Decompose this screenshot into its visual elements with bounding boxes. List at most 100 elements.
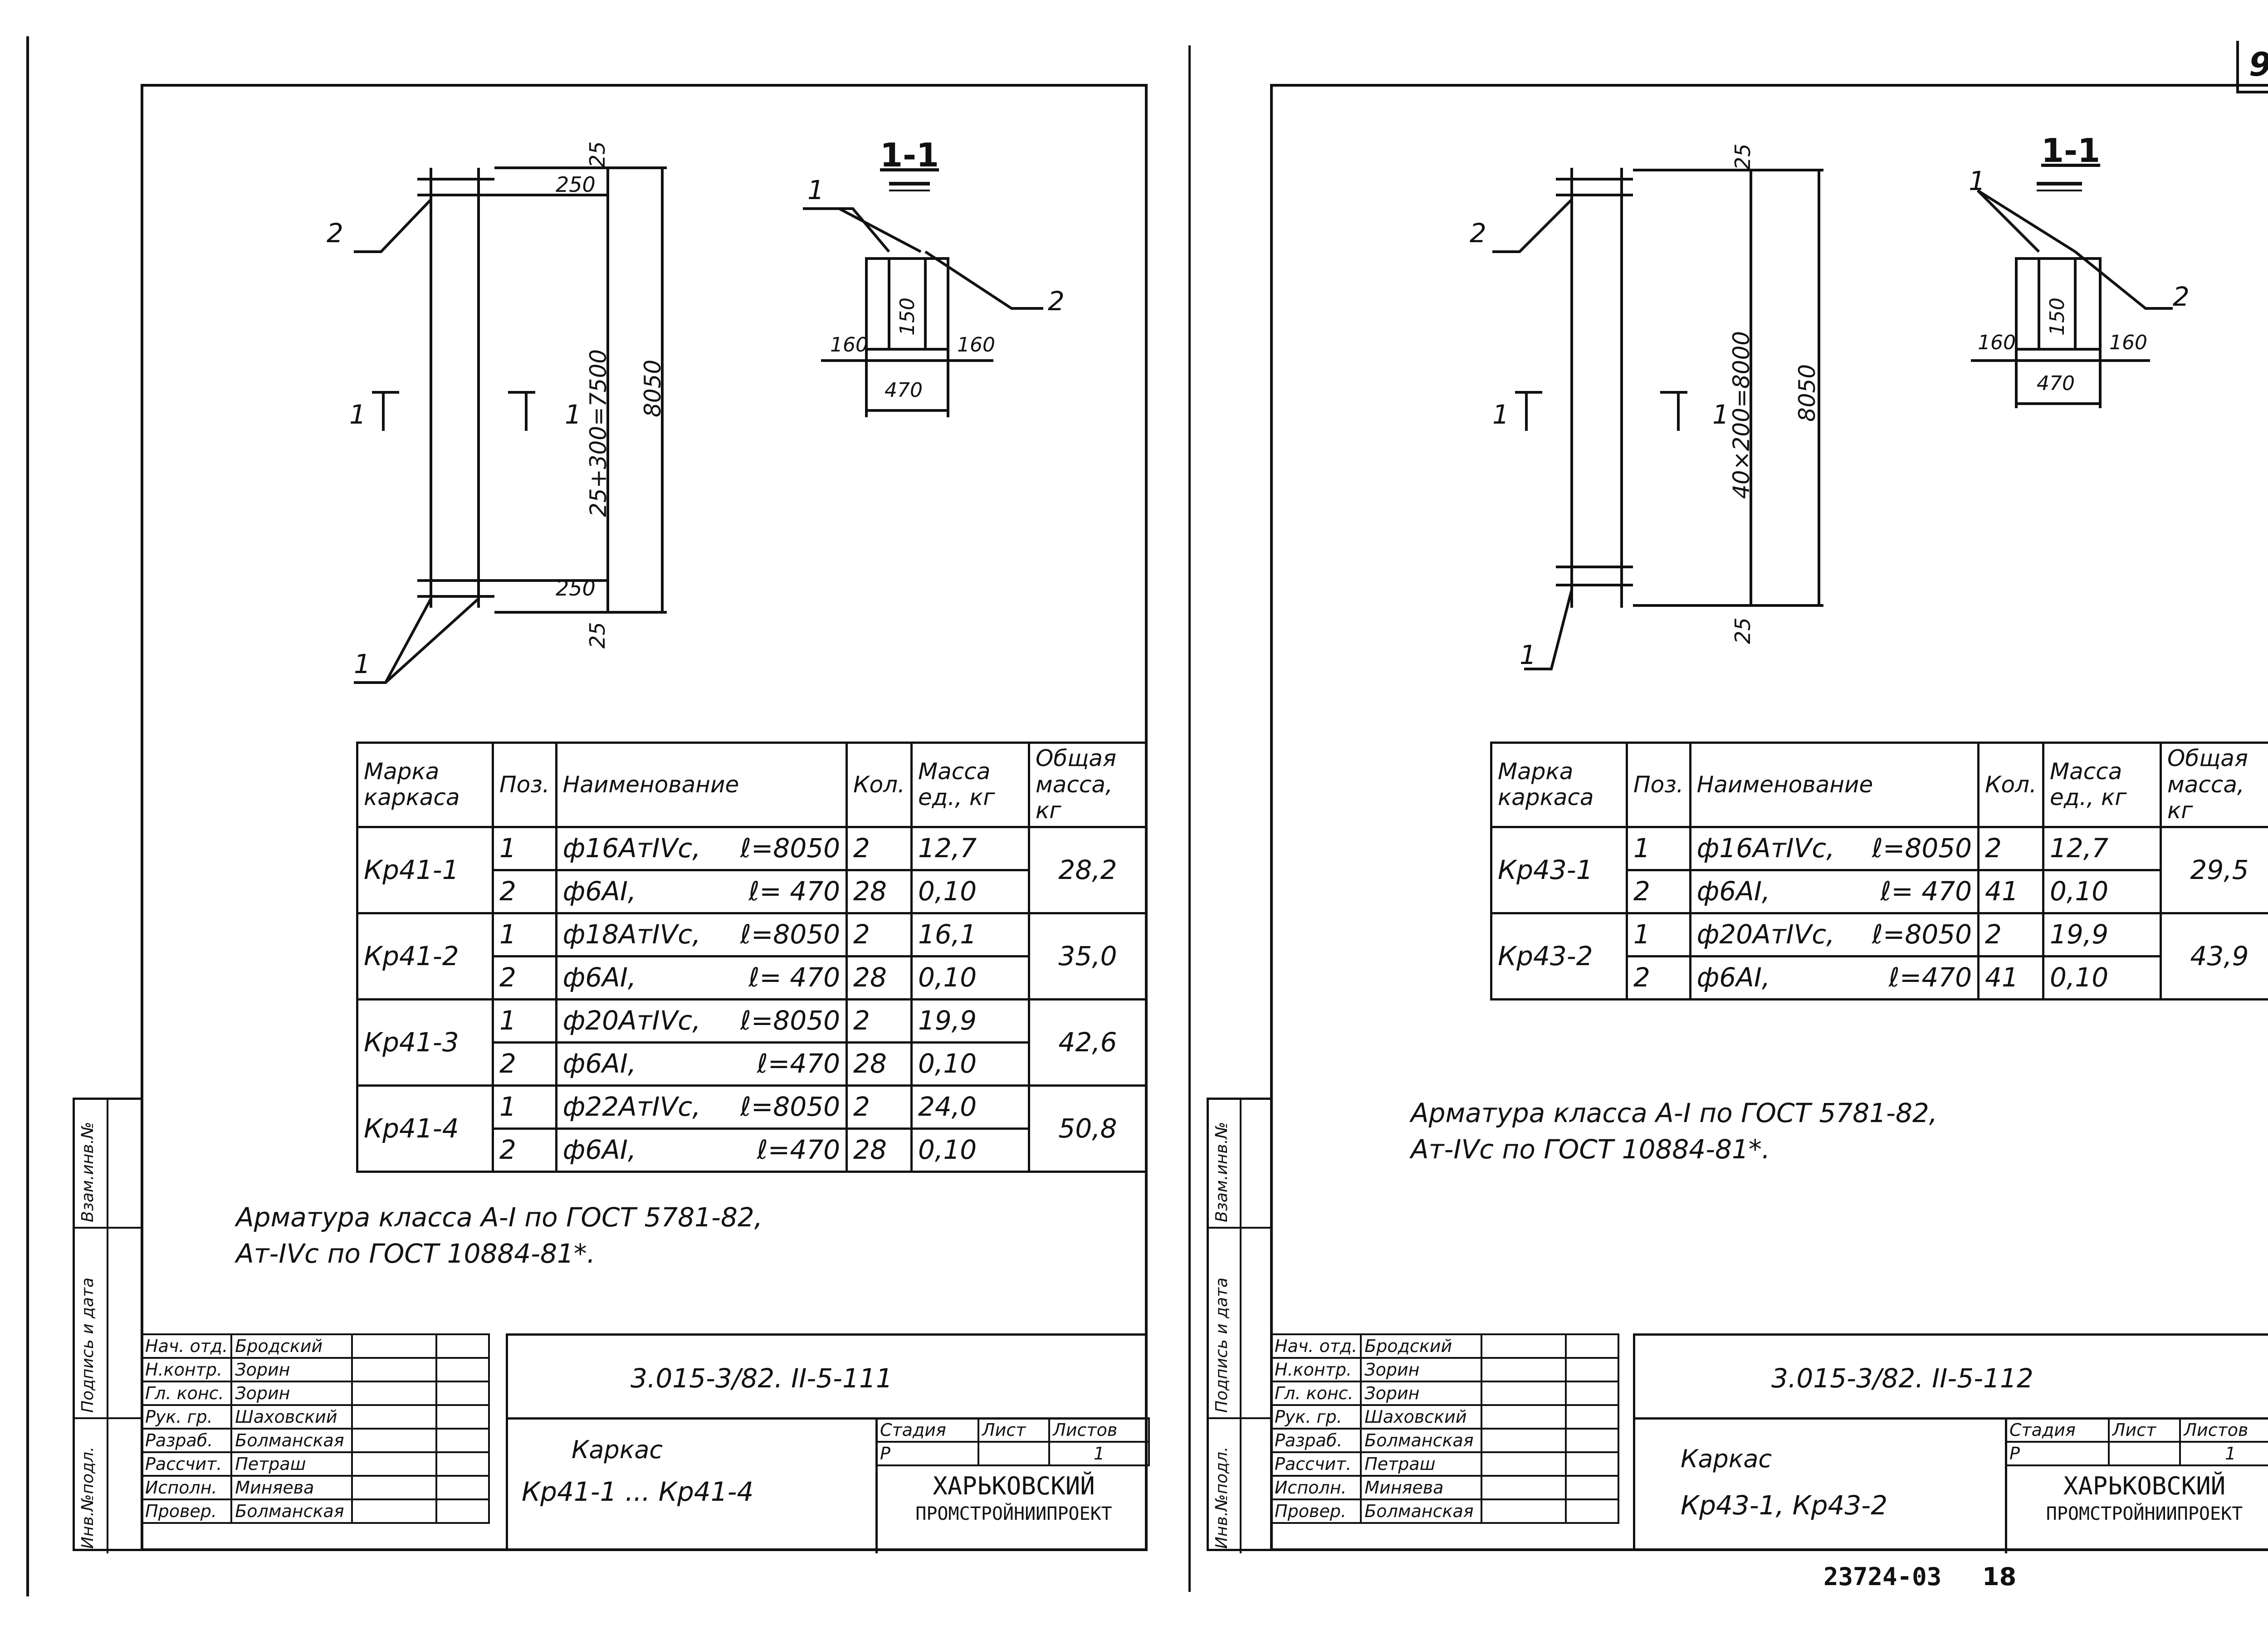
- left-tb-sign-6: [351, 1475, 438, 1500]
- left-row2-len1: ℓ=8050: [722, 912, 848, 957]
- left-tb-sign-4: [351, 1428, 438, 1453]
- bottom-stamp-sheet: 18: [1982, 1562, 2017, 1591]
- left-tb-name-6: Миняева: [230, 1475, 353, 1500]
- left-row3-name2: ф6АI,: [555, 1041, 723, 1087]
- left-edge-line: [26, 36, 29, 1596]
- left-row4-qty2: 28: [846, 1127, 913, 1173]
- left-title-people: Нач. отд.Бродский Н.контр.Зорин Гл. конс…: [140, 1333, 490, 1524]
- left-leader-2-top: 2: [327, 218, 343, 249]
- right-tb-name-2: Зорин: [1360, 1381, 1483, 1406]
- left-tb-date-1: [435, 1357, 490, 1382]
- left-tb-sign-2: [351, 1381, 438, 1406]
- left-tb-sign-3: [351, 1404, 438, 1430]
- right-tb-sign-6: [1481, 1475, 1567, 1500]
- left-tb-name-5: Петраш: [230, 1451, 353, 1477]
- right-tb-date-6: [1565, 1475, 1620, 1500]
- right-row1-len2: ℓ= 470: [1855, 869, 1980, 914]
- left-row2-mass1: 16,1: [910, 912, 1030, 957]
- left-row3-qty2: 28: [846, 1041, 913, 1087]
- left-row2-pos1: 1: [492, 912, 557, 957]
- right-hdr-name: Наименование: [1689, 742, 1980, 828]
- left-tb-object-name: Кр41-1 ... Кр41-4: [522, 1476, 754, 1507]
- right-hdr-mark: Марка каркаса: [1490, 742, 1628, 828]
- left-side-stamp: Взам.инв.№ Подпись и дата Инв.№подл.: [73, 1098, 143, 1553]
- bottom-stamp-code: 23724-03: [1823, 1562, 1942, 1591]
- left-tb-institute-2: ПРОМСТРОЙНИИПРОЕКТ: [915, 1503, 1112, 1524]
- right-row1-mass1: 12,7: [2042, 825, 2162, 871]
- page-number: 96: [2249, 45, 2268, 83]
- right-hdr-qty: Кол.: [1977, 742, 2044, 828]
- right-sec-leader-1: 1: [1969, 166, 1985, 196]
- left-tb-date-0: [435, 1333, 490, 1359]
- left-row2-mark: Кр41-2: [356, 912, 494, 1001]
- left-row4-pos1: 1: [492, 1084, 557, 1130]
- left-tb-role-2: Гл. конс.: [140, 1381, 233, 1406]
- right-tb-name-7: Болманская: [1360, 1498, 1483, 1524]
- right-sheet-frame: [1270, 84, 2268, 1551]
- right-sec-dim-left: 160: [1978, 331, 2016, 354]
- left-tb-institute-1: ХАРЬКОВСКИЙ: [933, 1472, 1095, 1500]
- right-leader-2-top: 2: [1470, 218, 1486, 249]
- left-row3-mass1: 19,9: [910, 998, 1030, 1044]
- left-row4-mass1: 24,0: [910, 1084, 1030, 1130]
- left-row1-name2: ф6АI,: [555, 869, 723, 914]
- right-leader-1-bottom: 1: [1520, 639, 1536, 670]
- left-tb-name-7: Болманская: [230, 1498, 353, 1524]
- left-tb-role-4: Разраб.: [140, 1428, 233, 1453]
- right-row1-pos1: 1: [1626, 825, 1691, 871]
- left-row4-len1: ℓ=8050: [722, 1084, 848, 1130]
- left-tb-name-0: Бродский: [230, 1333, 353, 1359]
- left-row2-total: 35,0: [1028, 912, 1148, 1001]
- right-tb-sign-4: [1481, 1428, 1567, 1453]
- right-row2-mass2: 0,10: [2042, 955, 2162, 1001]
- right-title-main: 3.015-3/82. II-5-112 Каркас Кр43-1, Кр43…: [1633, 1333, 2268, 1553]
- left-tb-role-5: Рассчит.: [140, 1451, 233, 1477]
- page-number-box: 96: [2236, 41, 2268, 93]
- left-tb-sign-5: [351, 1451, 438, 1477]
- right-tb-stage: Р: [2005, 1441, 2110, 1466]
- right-row2-mass1: 19,9: [2042, 912, 2162, 957]
- right-tb-sign-1: [1481, 1357, 1567, 1382]
- left-row4-name1: ф22АтIVс,: [555, 1084, 723, 1130]
- right-section-title: 1-1: [2041, 132, 2101, 170]
- left-tb-sheets: 1: [1048, 1441, 1150, 1466]
- left-row3-pos1: 1: [492, 998, 557, 1044]
- right-tb-role-2: Гл. конс.: [1270, 1381, 1362, 1406]
- right-tb-role-6: Исполн.: [1270, 1475, 1362, 1500]
- left-sec-dim-left: 160: [830, 333, 868, 356]
- right-tb-code: 3.015-3/82. II-5-112: [1771, 1363, 2033, 1394]
- right-section-mark-a: 1: [1492, 399, 1509, 430]
- right-title-people: Нач. отд.Бродский Н.контр.Зорин Гл. конс…: [1270, 1333, 1620, 1524]
- left-row1-mass1: 12,7: [910, 825, 1030, 871]
- right-note-line1: Арматура класса А-I по ГОСТ 5781-82,: [1411, 1098, 1938, 1128]
- left-row1-qty2: 28: [846, 869, 913, 914]
- left-hdr-pos: Поз.: [492, 742, 557, 828]
- right-sec-dim-width: 470: [2037, 372, 2075, 395]
- left-tb-date-4: [435, 1428, 490, 1453]
- right-row1-name1: ф16АтIVс,: [1689, 825, 1855, 871]
- right-row1-len1: ℓ=8050: [1855, 825, 1980, 871]
- right-dim-total: 8050: [1794, 364, 1820, 422]
- right-dim-top: 25: [1730, 143, 1755, 170]
- right-tb-institute-1: ХАРЬКОВСКИЙ: [2063, 1472, 2226, 1500]
- left-tb-sign-1: [351, 1357, 438, 1382]
- left-tb-role-7: Провер.: [140, 1498, 233, 1524]
- right-sec-leader-2: 2: [2173, 281, 2190, 312]
- left-tb-role-6: Исполн.: [140, 1475, 233, 1500]
- right-tb-date-2: [1565, 1381, 1620, 1406]
- right-tb-sheets: 1: [2179, 1441, 2268, 1466]
- left-row2-name1: ф18АтIVс,: [555, 912, 723, 957]
- right-tb-date-1: [1565, 1357, 1620, 1382]
- right-row2-qty1: 2: [1977, 912, 2044, 957]
- right-stamp-podpis: Подпись и дата: [1212, 1277, 1231, 1413]
- left-row1-mark: Кр41-1: [356, 825, 494, 914]
- right-tb-role-7: Провер.: [1270, 1498, 1362, 1524]
- right-tb-sign-5: [1481, 1451, 1567, 1477]
- left-row2-pos2: 2: [492, 955, 557, 1001]
- left-row1-len2: ℓ= 470: [722, 869, 848, 914]
- right-row2-len2: ℓ=470: [1855, 955, 1980, 1001]
- left-spec-table: Марка каркаса Поз. Наименование Кол. Мас…: [356, 742, 1148, 1173]
- left-leader-1-bottom: 1: [354, 649, 371, 679]
